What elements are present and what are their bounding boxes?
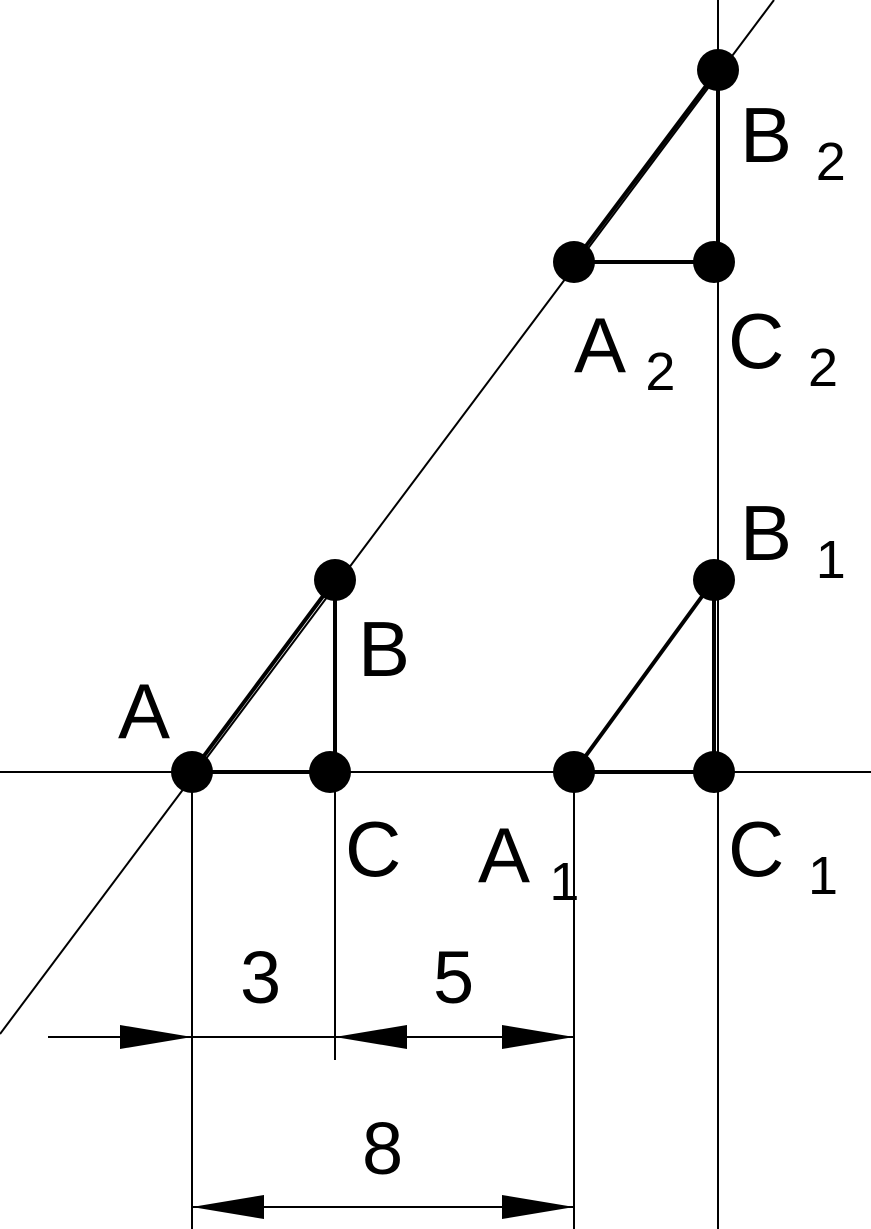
label-b1: B 1 bbox=[740, 489, 846, 590]
label-c1: C 1 bbox=[728, 805, 838, 906]
point-a2 bbox=[553, 241, 595, 283]
label-a2-subscript: 2 bbox=[645, 342, 675, 402]
label-a1: A 1 bbox=[478, 811, 579, 912]
label-c1-subscript: 1 bbox=[808, 846, 838, 906]
point-b1 bbox=[693, 559, 735, 601]
label-b2-letter: B bbox=[740, 91, 792, 179]
label-a2-letter: A bbox=[574, 301, 626, 389]
label-a2: A 2 bbox=[574, 301, 675, 402]
label-a: A bbox=[118, 667, 170, 755]
label-a1-subscript: 1 bbox=[549, 852, 579, 912]
point-c1 bbox=[693, 751, 735, 793]
segment-a2b2 bbox=[572, 68, 720, 264]
segment-a1b1 bbox=[572, 578, 716, 774]
label-b2: B 2 bbox=[740, 91, 846, 192]
label-b: B bbox=[358, 605, 410, 693]
label-b1-letter: B bbox=[740, 489, 792, 577]
point-a bbox=[171, 751, 213, 793]
point-c2 bbox=[693, 241, 735, 283]
dimension-value-ca1: 5 bbox=[433, 936, 474, 1019]
arrowhead-left-8 bbox=[192, 1195, 264, 1219]
point-a1 bbox=[553, 751, 595, 793]
dimension-value-ac: 3 bbox=[240, 936, 281, 1019]
label-c1-letter: C bbox=[728, 805, 784, 893]
label-a1-letter: A bbox=[478, 811, 530, 899]
point-b bbox=[314, 559, 356, 601]
label-b1-subscript: 1 bbox=[816, 530, 846, 590]
arrowhead-right-5 bbox=[502, 1025, 574, 1049]
arrowhead-left-3 bbox=[120, 1025, 192, 1049]
point-b2 bbox=[697, 49, 739, 91]
label-c2-letter: C bbox=[728, 297, 784, 385]
dimension-value-aa1: 8 bbox=[362, 1107, 403, 1190]
label-b2-subscript: 2 bbox=[816, 132, 846, 192]
label-c2-subscript: 2 bbox=[808, 338, 838, 398]
arrowhead-right-8 bbox=[502, 1195, 574, 1219]
point-c bbox=[309, 751, 351, 793]
diagonal-line bbox=[0, 0, 775, 1035]
arrowhead-left-5 bbox=[335, 1025, 407, 1049]
segment-ab bbox=[190, 578, 337, 774]
label-c2: C 2 bbox=[728, 297, 838, 398]
label-c: C bbox=[345, 805, 401, 893]
